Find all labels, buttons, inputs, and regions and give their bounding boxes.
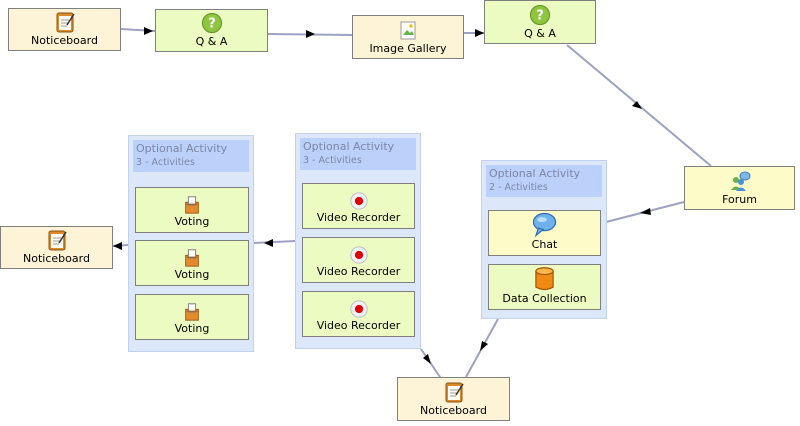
activity-qa[interactable]: ? Q & A [484,0,596,44]
arrowhead [480,341,488,351]
activity-label: Video Recorder [316,265,401,278]
activity-label: Q & A [195,35,228,48]
group-header: Optional Activity 2 - Activities [486,165,602,197]
connector-video-group-to-voting-group [253,240,296,244]
activity-label: Voting [174,322,210,335]
activity-chat[interactable]: Chat [488,210,601,256]
group-subtitle: 3 - Activities [303,155,362,166]
arrowhead [113,242,122,250]
record-icon [349,192,368,210]
activity-label: Voting [174,215,210,228]
activity-label: Video Recorder [316,211,401,224]
group-subtitle: 2 - Activities [489,182,548,193]
optional-activity-video-group[interactable]: Optional Activity 3 - Activities Video R… [295,133,421,349]
arrowhead [640,208,651,215]
arrowhead [264,239,273,247]
activity-video-recorder[interactable]: Video Recorder [302,183,415,229]
group-subtitle: 3 - Activities [136,157,195,168]
activity-label: Noticeboard [31,34,98,47]
activity-voting[interactable]: Voting [135,294,249,340]
activity-label: Data Collection [502,292,587,305]
noticeboard-icon [445,382,464,403]
voting-icon [185,249,199,267]
arrowhead [632,101,642,109]
optional-activity-voting-group[interactable]: Optional Activity 3 - Activities Voting … [128,135,254,352]
voting-icon [185,303,199,321]
svg-text:?: ? [208,17,216,32]
activity-voting[interactable]: Voting [135,187,249,233]
activity-label: Video Recorder [316,319,401,332]
activity-video-recorder[interactable]: Video Recorder [302,291,415,337]
svg-text:?: ? [536,9,544,24]
group-header: Optional Activity 3 - Activities [133,140,249,172]
noticeboard-icon [56,12,75,33]
optional-activity-chat-group[interactable]: Optional Activity 2 - Activities Chat Da… [481,160,607,319]
activity-label: Noticeboard [23,252,90,265]
forum-icon [730,171,750,191]
activity-noticeboard[interactable]: Noticeboard [8,8,121,51]
activity-qa[interactable]: ? Q & A [155,9,268,52]
activity-label: Forum [722,193,757,206]
record-icon [349,300,368,318]
activity-image-gallery[interactable]: Image Gallery [352,15,464,59]
activity-label: Voting [174,268,210,281]
arrowhead [144,27,153,35]
record-icon [349,246,368,264]
arrowhead [423,354,431,364]
voting-icon [185,196,199,214]
database-icon [535,267,554,291]
activity-label: Noticeboard [420,404,487,417]
image-gallery-icon [400,21,416,40]
activity-voting[interactable]: Voting [135,240,249,286]
activity-data-collection[interactable]: Data Collection [488,264,601,310]
noticeboard-icon [48,230,67,251]
question-icon: ? [530,5,550,25]
arrowhead [475,29,484,37]
activity-noticeboard[interactable]: Noticeboard [397,377,510,421]
group-title: Optional Activity [489,167,581,180]
activity-label: Q & A [524,27,556,40]
activity-label: Chat [531,238,558,251]
arrowhead [306,30,315,38]
group-title: Optional Activity [136,142,228,155]
question-icon: ? [201,13,222,33]
group-header: Optional Activity 3 - Activities [300,138,416,170]
activity-video-recorder[interactable]: Video Recorder [302,237,415,283]
chat-bubble-icon [532,212,557,238]
activity-label: Image Gallery [369,42,447,55]
group-title: Optional Activity [303,140,395,153]
activity-noticeboard[interactable]: Noticeboard [0,226,113,269]
activity-forum[interactable]: Forum [684,166,795,210]
